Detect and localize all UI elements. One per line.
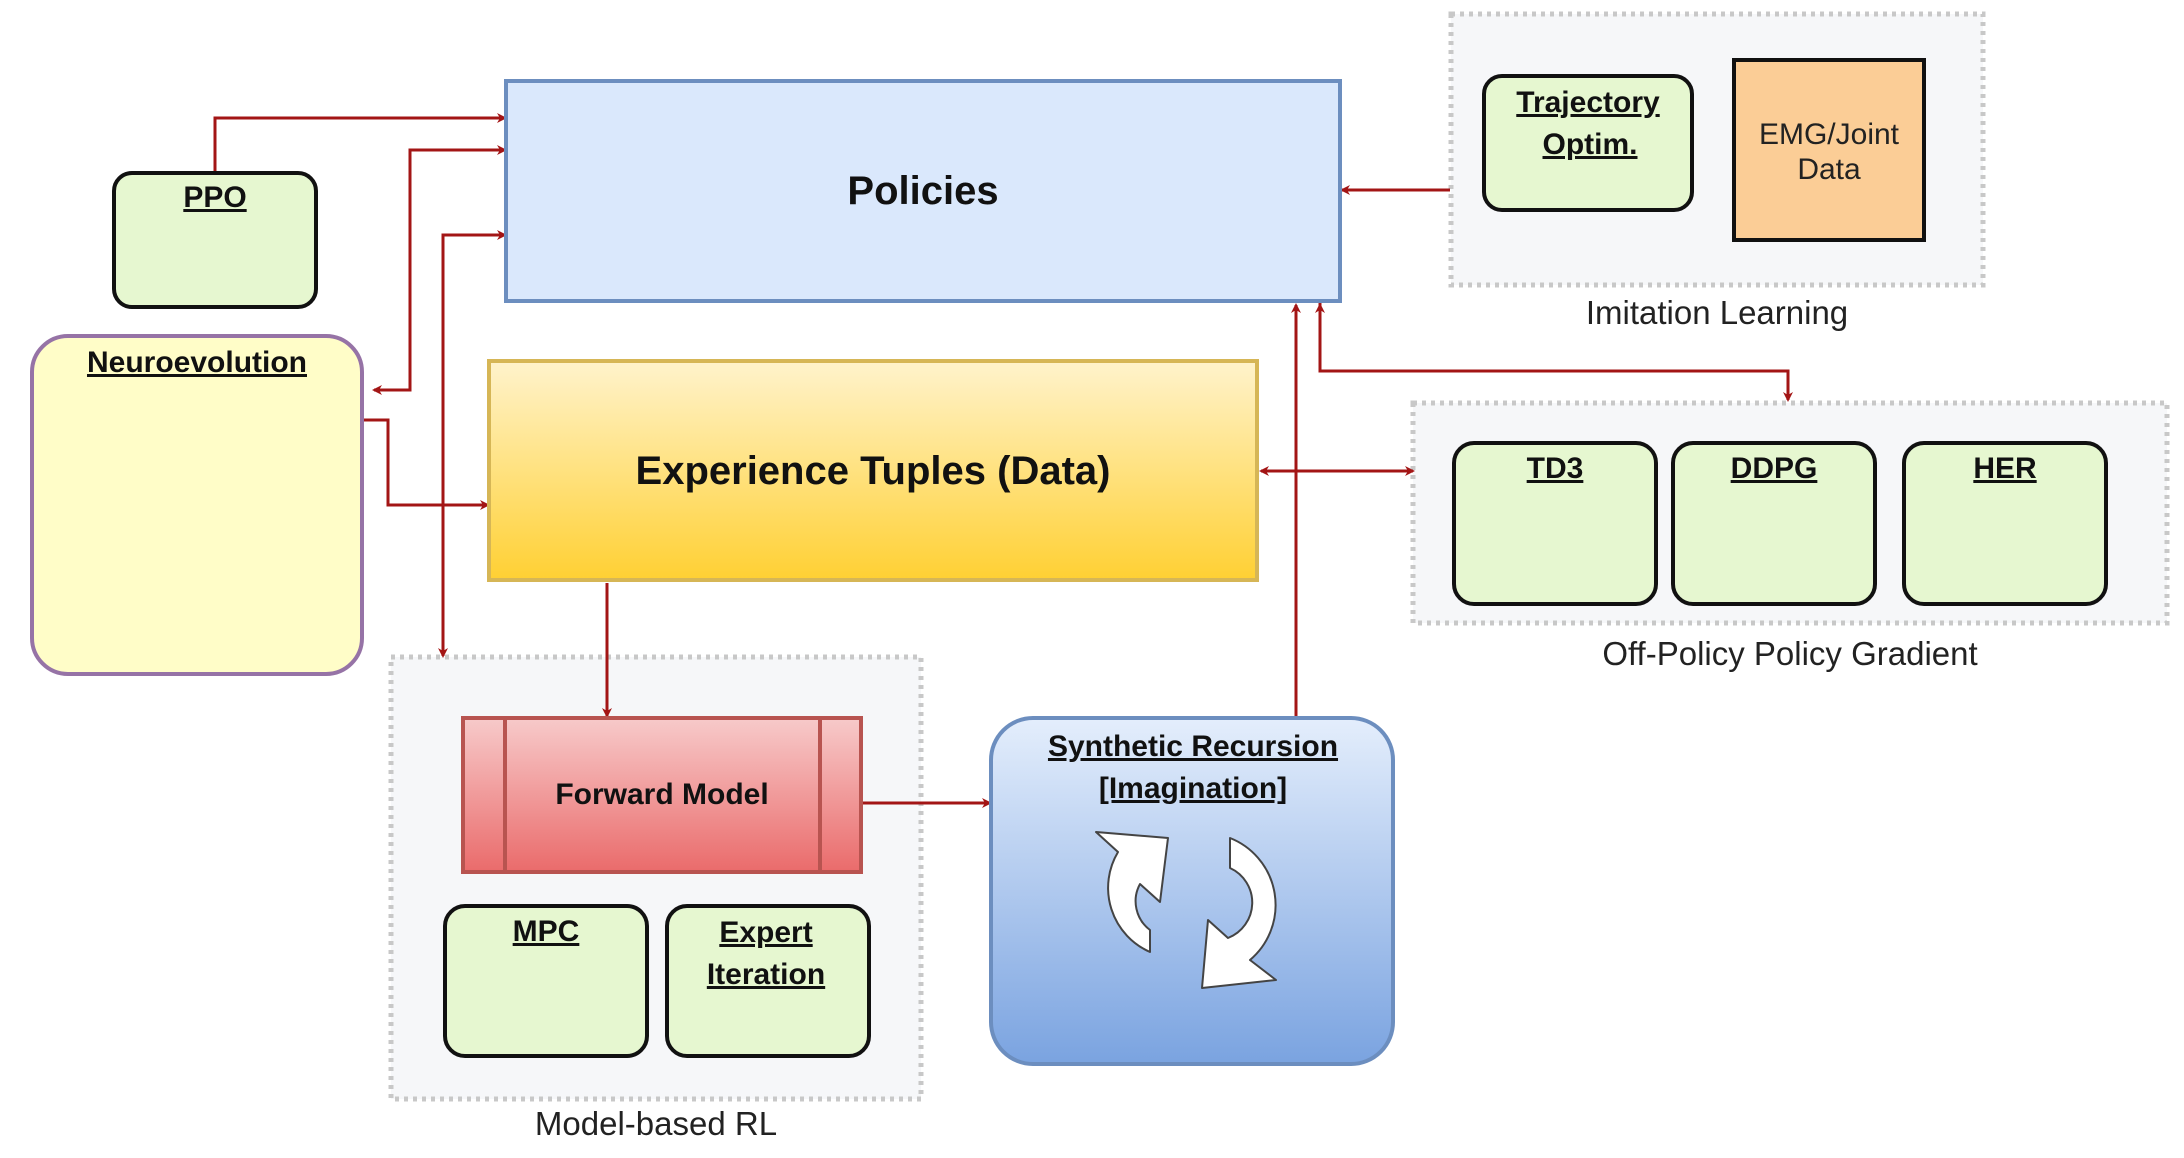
policies-label: Policies bbox=[847, 169, 998, 213]
synthetic-recursion-node[interactable]: Synthetic Recursion [Imagination] bbox=[989, 716, 1395, 1066]
neuroevolution-label: Neuroevolution bbox=[87, 346, 307, 379]
expert-iteration-node[interactable]: Expert Iteration bbox=[665, 904, 871, 1058]
expert-iteration-label-line2: Iteration bbox=[707, 958, 825, 991]
expert-iteration-label-line1: Expert bbox=[719, 916, 812, 949]
emg-joint-data-label-line2: Data bbox=[1797, 153, 1861, 186]
ddpg-label: DDPG bbox=[1731, 452, 1818, 485]
experience-tuples-node[interactable]: Experience Tuples (Data) bbox=[487, 359, 1259, 582]
forward-model-label: Forward Model bbox=[555, 778, 768, 811]
arrow-neuro-to-policies bbox=[408, 145, 507, 388]
ppo-label: PPO bbox=[183, 181, 246, 214]
experience-tuples-label: Experience Tuples (Data) bbox=[636, 449, 1111, 493]
td3-label: TD3 bbox=[1527, 452, 1584, 485]
connector-arrows bbox=[213, 113, 1793, 808]
her-node[interactable]: HER bbox=[1902, 441, 2108, 606]
forward-model-node[interactable]: Forward Model bbox=[461, 716, 863, 874]
mpc-node[interactable]: MPC bbox=[443, 904, 649, 1058]
trajectory-optim-label-line2: Optim. bbox=[1543, 128, 1638, 161]
model-based-label: Model-based RL bbox=[535, 1105, 777, 1142]
imitation-learning-label: Imitation Learning bbox=[1586, 294, 1848, 331]
emg-joint-data-node[interactable]: EMG/Joint Data bbox=[1732, 58, 1926, 242]
arrow-offpolicy-to-policies bbox=[1318, 300, 1793, 402]
her-label: HER bbox=[1973, 452, 2037, 485]
arrow-neuro-to-experience bbox=[363, 418, 490, 510]
ppo-node[interactable]: PPO bbox=[112, 171, 318, 309]
synthetic-recursion-label-line2: [Imagination] bbox=[1099, 772, 1287, 805]
refresh-cycle-icon bbox=[1095, 831, 1277, 989]
policies-node[interactable]: Policies bbox=[504, 79, 1342, 303]
synthetic-recursion-label-line1: Synthetic Recursion bbox=[1048, 730, 1338, 763]
td3-node[interactable]: TD3 bbox=[1452, 441, 1658, 606]
trajectory-optim-label-line1: Trajectory bbox=[1516, 86, 1660, 119]
ddpg-node[interactable]: DDPG bbox=[1671, 441, 1877, 606]
arrow-policies-to-neuro bbox=[372, 380, 412, 395]
neuroevolution-node[interactable]: Neuroevolution bbox=[30, 334, 364, 676]
mpc-label: MPC bbox=[513, 915, 580, 948]
off-policy-label: Off-Policy Policy Gradient bbox=[1602, 635, 1977, 672]
arrow-ppo-to-policies bbox=[213, 113, 507, 173]
trajectory-optim-node[interactable]: Trajectory Optim. bbox=[1482, 74, 1694, 212]
emg-joint-data-label-line1: EMG/Joint bbox=[1759, 118, 1900, 151]
